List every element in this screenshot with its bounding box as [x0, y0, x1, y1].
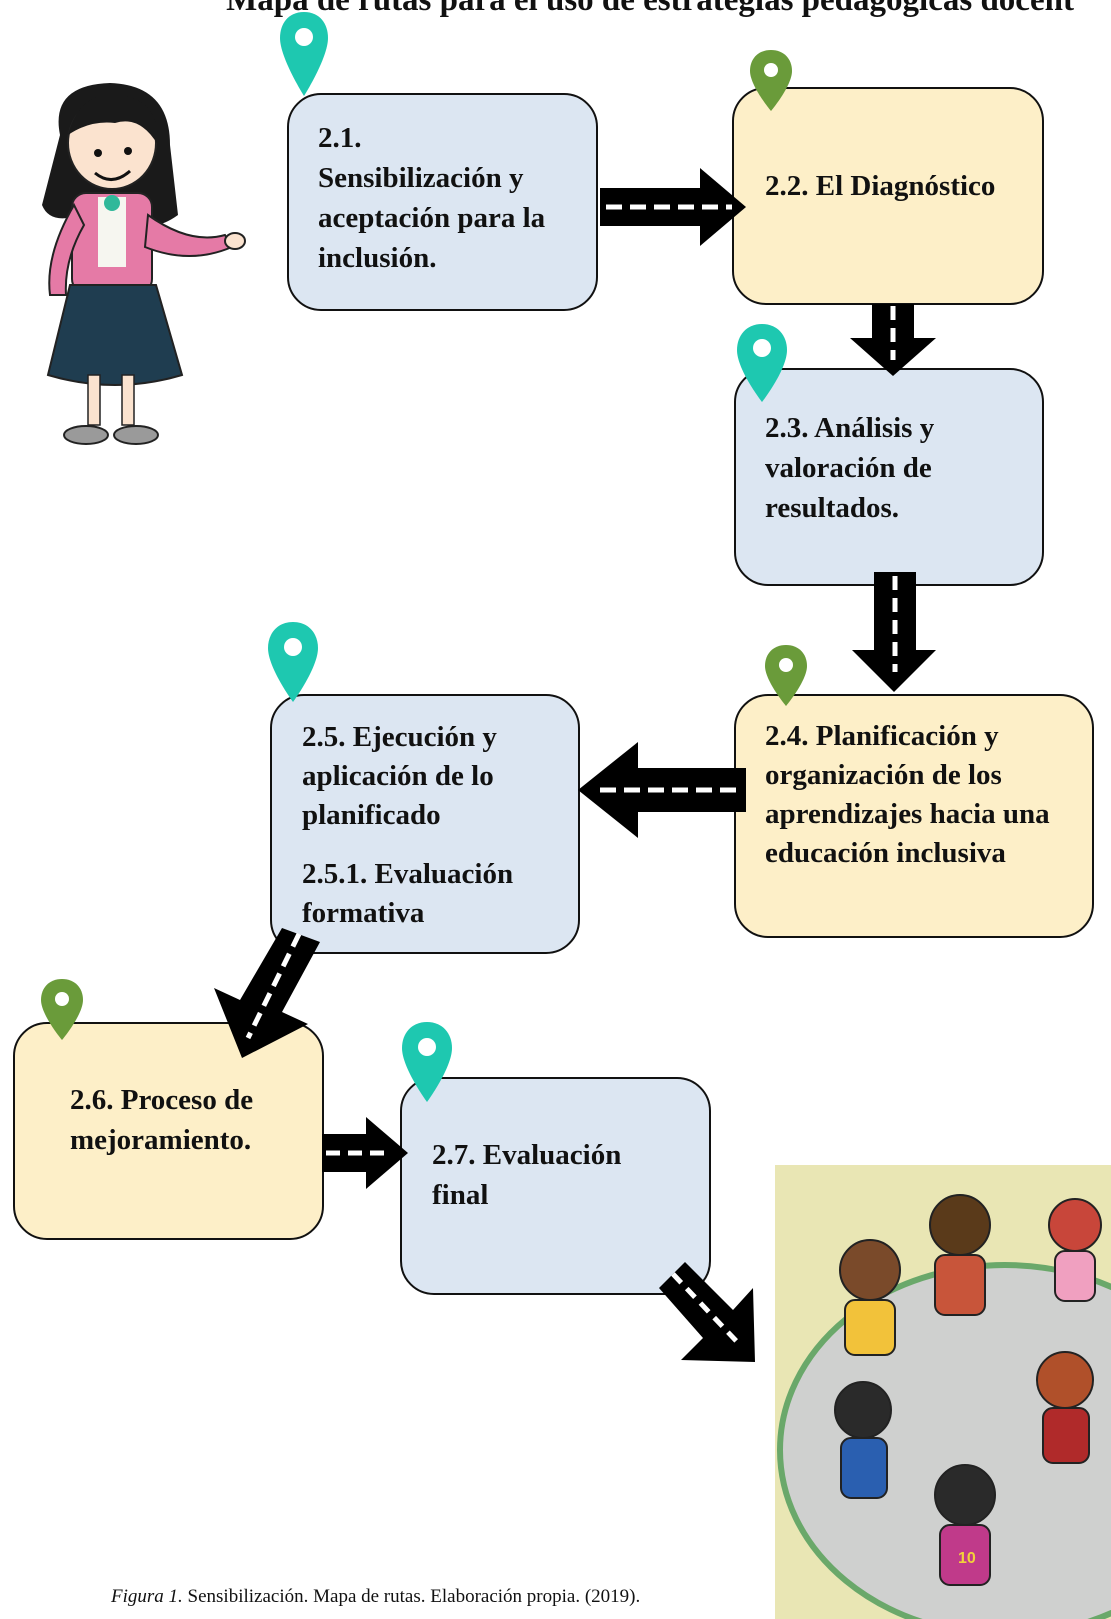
map-pin-icon	[268, 622, 318, 702]
step-2-5-box	[270, 694, 580, 954]
map-pin-icon	[737, 324, 787, 402]
road-arrow-icon	[659, 1262, 755, 1362]
map-pin-icon	[41, 979, 83, 1040]
map-pin-icon	[402, 1022, 452, 1102]
step-2-3-text: 2.3. Análisis y valoración de resultados…	[765, 412, 935, 524]
step-2-5-1-text: 2.5.1. Evaluación formativa	[302, 858, 514, 929]
caption-label: Figura 1.	[111, 1586, 183, 1607]
svg-text:10: 10	[958, 1550, 976, 1567]
road-arrow-icon	[322, 1117, 408, 1189]
road-arrow-icon	[578, 742, 746, 838]
map-pin-icon	[750, 50, 792, 111]
step-2-4-box	[734, 694, 1094, 938]
road-arrow-icon	[852, 572, 936, 692]
figure-caption: Figura 1. Sensibilización. Mapa de rutas…	[111, 1586, 640, 1608]
step-2-1-text: Sensibilización y aceptación para la inc…	[318, 162, 546, 274]
caption-text: Sensibilización. Mapa de rutas. Elaborac…	[187, 1586, 641, 1607]
map-pin-icon	[280, 12, 328, 96]
road-arrow-icon	[214, 928, 320, 1058]
step-2-1-number: 2.1.	[318, 122, 362, 154]
step-2-4-text: 2.4. Planificación y organización de los…	[765, 720, 1050, 869]
step-2-2-text: 2.2. El Diagnóstico	[765, 170, 996, 202]
children-circle-illustration: 10	[775, 1165, 1111, 1619]
step-2-5-label: 2.5. Ejecución y aplicación de lo planif…	[302, 718, 562, 933]
map-pin-icon	[765, 645, 807, 706]
step-2-1-label: 2.1. Sensibilización y aceptación para l…	[318, 118, 578, 278]
step-2-6-box	[13, 1022, 324, 1240]
step-2-1-box	[287, 93, 598, 311]
road-arrow-icon	[600, 168, 746, 246]
diagram-title: Mapa de rutas para el uso de estrategias…	[226, 0, 1074, 18]
step-2-6-text: 2.6. Proceso de mejoramiento.	[70, 1084, 254, 1156]
step-2-5-text: 2.5. Ejecución y aplicación de lo planif…	[302, 721, 497, 831]
step-2-7-text: 2.7. Evaluación final	[432, 1139, 622, 1211]
road-arrow-icon	[850, 304, 936, 376]
teacher-illustration	[42, 83, 246, 445]
step-2-7-box	[400, 1077, 711, 1295]
